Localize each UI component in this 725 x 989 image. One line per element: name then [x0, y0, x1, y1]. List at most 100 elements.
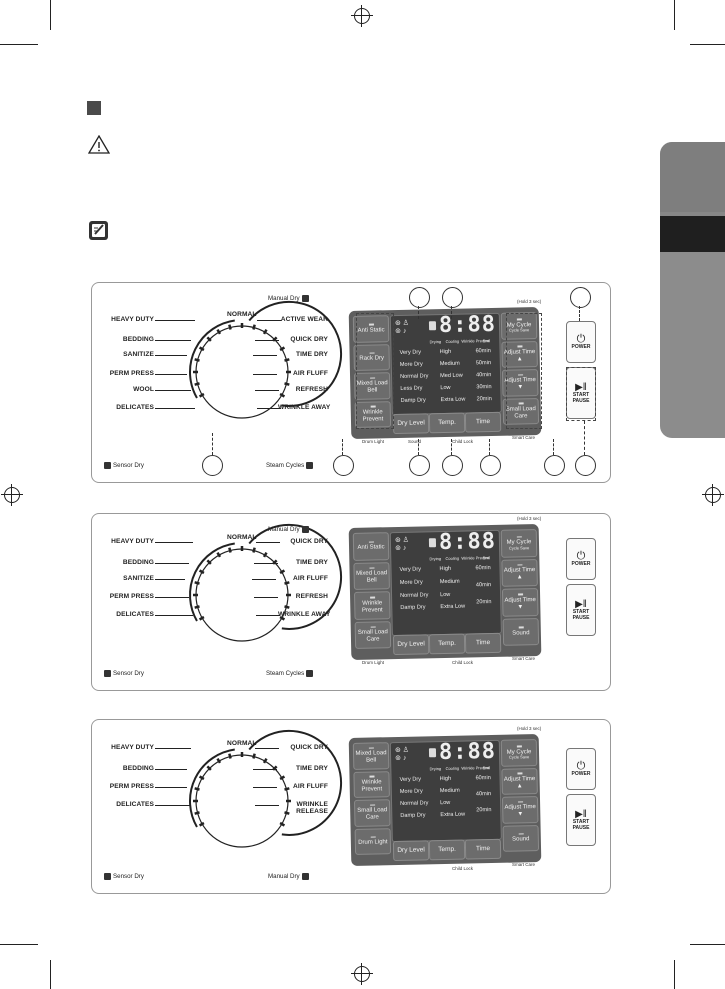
option-button-left[interactable]: Wrinkle Prevent: [353, 591, 391, 620]
bottom-button[interactable]: Dry Level: [392, 840, 430, 862]
dial-label-right[interactable]: TIME DRY: [295, 559, 328, 566]
dial-label-right[interactable]: TIME DRY: [295, 351, 328, 358]
dial-label-right[interactable]: WRINKLE RELEASE: [296, 801, 328, 816]
start-pause-button[interactable]: ▶‖START PAUSE: [566, 367, 596, 419]
power-button[interactable]: ⏻POWER: [566, 748, 596, 790]
option-button-left[interactable]: Anti Static: [352, 532, 390, 561]
bottom-button[interactable]: Time: [464, 632, 502, 654]
bottom-button[interactable]: Time: [464, 838, 502, 860]
button-led: [368, 541, 374, 543]
dial-label-left[interactable]: HEAVY DUTY: [111, 744, 154, 751]
dry-level-option: More Dry: [399, 788, 423, 795]
callout-box: [356, 313, 394, 429]
child-lock-label: Child Lock: [452, 866, 474, 871]
dial-label-normal[interactable]: NORMAL: [227, 534, 257, 541]
option-button-right[interactable]: Adjust Time ▼: [501, 588, 539, 617]
dial-label-left[interactable]: HEAVY DUTY: [111, 538, 154, 545]
dial-label-normal[interactable]: NORMAL: [227, 311, 257, 318]
bottom-button[interactable]: Temp.: [428, 839, 466, 861]
start-pause-button[interactable]: ▶‖START PAUSE: [566, 584, 596, 636]
dial-label-left[interactable]: HEAVY DUTY: [111, 316, 154, 323]
power-icon: ⏻: [576, 760, 586, 773]
dial-label-right[interactable]: AIR FLUFF: [293, 370, 328, 377]
option-button-right[interactable]: Sound: [502, 824, 540, 852]
bottom-button[interactable]: Temp.: [428, 412, 466, 434]
option-button-left[interactable]: Small Load Care: [354, 620, 392, 649]
dial-label-left[interactable]: DELICATES: [116, 404, 154, 411]
temp-option: Med Low: [440, 372, 463, 380]
dial-label-right[interactable]: TIME DRY: [295, 765, 328, 772]
dial-label-right[interactable]: QUICK DRY: [290, 336, 328, 343]
dial-label-left[interactable]: BEDDING: [122, 765, 154, 772]
dial-tick: [194, 358, 200, 362]
dial-label-right[interactable]: AIR FLUFF: [293, 575, 328, 582]
button-label: Temp.: [438, 846, 456, 854]
dial-leader-line: [155, 390, 191, 391]
start-pause-button[interactable]: ▶‖START PAUSE: [566, 794, 596, 846]
bottom-button[interactable]: Dry Level: [392, 634, 430, 656]
dial-tick: [252, 547, 256, 553]
status-indicator: Cooling: [445, 338, 460, 344]
dial-label-right[interactable]: ACTIVE WEAR: [280, 316, 328, 323]
time-option: 40min: [475, 791, 492, 798]
status-indicator: Cooling: [445, 765, 460, 771]
button-label: Adjust Time ▲: [503, 776, 536, 789]
dial-label-left[interactable]: PERM PRESS: [109, 370, 154, 377]
dial-label-left[interactable]: BEDDING: [122, 559, 154, 566]
dial-tick: [228, 753, 232, 759]
cycle-dial[interactable]: [92, 720, 392, 893]
dial-label-right[interactable]: WRINKLE AWAY: [278, 611, 331, 618]
bottom-button[interactable]: Dry Level: [392, 413, 430, 435]
dial-label-normal[interactable]: NORMAL: [227, 740, 257, 747]
dial-label-right[interactable]: WRINKLE AWAY: [278, 404, 331, 411]
crop-mark: [0, 944, 38, 945]
dial-label-left[interactable]: DELICATES: [116, 801, 154, 808]
bottom-button[interactable]: Time: [464, 411, 502, 433]
time-option: 30min: [476, 384, 492, 391]
dryer-icon: [428, 321, 437, 331]
power-button[interactable]: ⏻POWER: [566, 321, 596, 363]
option-button-right[interactable]: Adjust Time ▼: [501, 796, 539, 824]
status-indicator: Drying: [429, 556, 442, 562]
dial-leader-line: [254, 597, 278, 598]
option-button-left[interactable]: Small Load Care: [353, 799, 391, 827]
dial-label-left[interactable]: SANITIZE: [123, 575, 154, 582]
option-button-left[interactable]: Mixed Load Bell: [352, 742, 390, 770]
dry-level-option: Damp Dry: [400, 397, 426, 404]
dry-level-option: More Dry: [399, 579, 423, 586]
bottom-button[interactable]: Temp.: [428, 633, 466, 655]
temp-option: Extra Low: [440, 603, 466, 611]
dial-label-left[interactable]: DELICATES: [116, 611, 154, 618]
crop-mark: [0, 44, 38, 45]
dial-label-right[interactable]: AIR FLUFF: [293, 783, 328, 790]
hold-3-sec-label: (Hold 3 sec): [517, 516, 542, 521]
dial-label-right[interactable]: QUICK DRY: [290, 744, 328, 751]
dial-label-left[interactable]: SANITIZE: [123, 351, 154, 358]
option-button-right[interactable]: Adjust Time ▲: [501, 767, 538, 795]
dial-label-left[interactable]: BEDDING: [122, 336, 154, 343]
dial-label-left[interactable]: PERM PRESS: [109, 593, 154, 600]
cycle-dial[interactable]: [92, 283, 392, 482]
sound-label: Sound: [408, 439, 422, 444]
dial-arc: [189, 542, 235, 622]
button-label: Drum Light: [358, 839, 388, 847]
crop-mark: [50, 0, 51, 30]
dial-tick: [198, 569, 205, 575]
option-button-left[interactable]: Wrinkle Prevent: [353, 770, 390, 798]
cycle-dial[interactable]: [92, 514, 392, 690]
dial-label-left[interactable]: PERM PRESS: [109, 783, 154, 790]
option-button-right[interactable]: Adjust Time ▲: [501, 558, 538, 587]
dial-label-right[interactable]: REFRESH: [295, 386, 328, 393]
dial-label-right[interactable]: REFRESH: [295, 593, 328, 600]
dial-label-right[interactable]: QUICK DRY: [290, 538, 328, 545]
power-button[interactable]: ⏻POWER: [566, 538, 596, 580]
option-button-left[interactable]: Drum Light: [354, 827, 392, 855]
option-button-left[interactable]: Mixed Load Bell: [353, 561, 390, 590]
option-button-right[interactable]: Sound: [502, 617, 540, 646]
dial-label-left[interactable]: WOOL: [133, 386, 154, 393]
